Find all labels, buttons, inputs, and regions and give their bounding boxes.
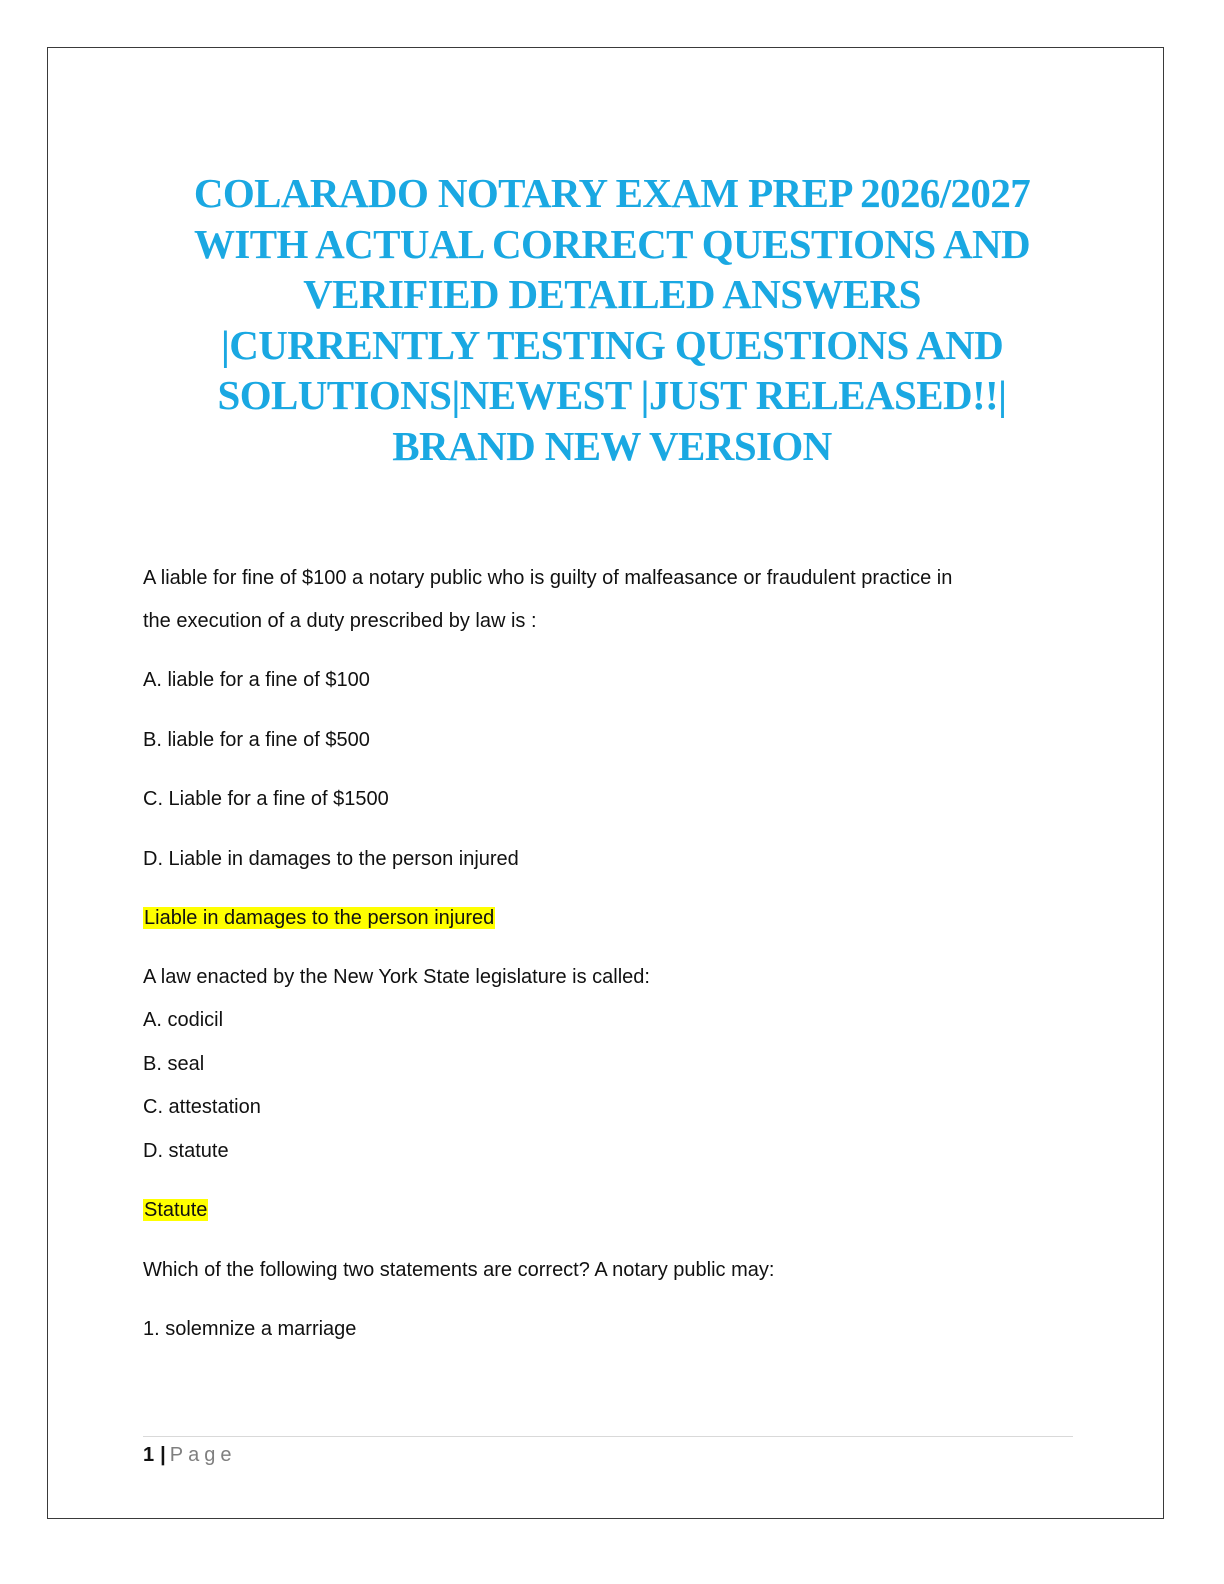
question-1-option-a: A. liable for a fine of $100	[143, 669, 370, 691]
question-3-text: Which of the following two statements ar…	[143, 1259, 775, 1281]
page-label: Page	[169, 1444, 237, 1466]
question-2-answer-line: Statute	[143, 1197, 209, 1223]
title-line: COLARADO NOTARY EXAM PREP 2026/2027	[193, 170, 1031, 216]
footer-divider	[143, 1436, 1073, 1437]
question-2-option-b: B. seal	[143, 1053, 205, 1075]
title-line: |CURRENTLY TESTING QUESTIONS AND	[220, 321, 1004, 368]
footer-separator: |	[160, 1444, 166, 1466]
question-2-option-c: C. attestation	[143, 1096, 261, 1118]
page-footer: 1|Page	[143, 1442, 236, 1468]
question-1-text: A liable for fine of $100 a notary publi…	[143, 567, 953, 589]
title-line: WITH ACTUAL CORRECT QUESTIONS AND	[193, 220, 1031, 267]
question-1-text-continued: the execution of a duty prescribed by la…	[143, 610, 537, 632]
page-number: 1	[143, 1444, 155, 1466]
question-1-answer: Liable in damages to the person injured	[143, 907, 496, 929]
question-2-option-d: D. statute	[143, 1140, 229, 1162]
title-line: SOLUTIONS|NEWEST |JUST RELEASED!!|	[217, 372, 1008, 418]
question-2-text: A law enacted by the New York State legi…	[143, 966, 650, 988]
question-2-answer: Statute	[143, 1199, 209, 1221]
question-3-item-1: 1. solemnize a marriage	[143, 1318, 357, 1340]
question-1-option-d: D. Liable in damages to the person injur…	[143, 848, 519, 870]
title-line: BRAND NEW VERSION	[392, 422, 832, 469]
page-border	[47, 47, 1164, 1519]
question-2-option-a: A. codicil	[143, 1009, 224, 1031]
question-1-option-b: B. liable for a fine of $500	[143, 729, 370, 751]
title-line: VERIFIED DETAILED ANSWERS	[303, 271, 921, 317]
question-1-option-c: C. Liable for a fine of $1500	[143, 788, 389, 810]
question-1-answer-line: Liable in damages to the person injured	[143, 905, 496, 931]
document-title: COLARADO NOTARY EXAM PREP 2026/2027 WITH…	[120, 168, 1104, 471]
